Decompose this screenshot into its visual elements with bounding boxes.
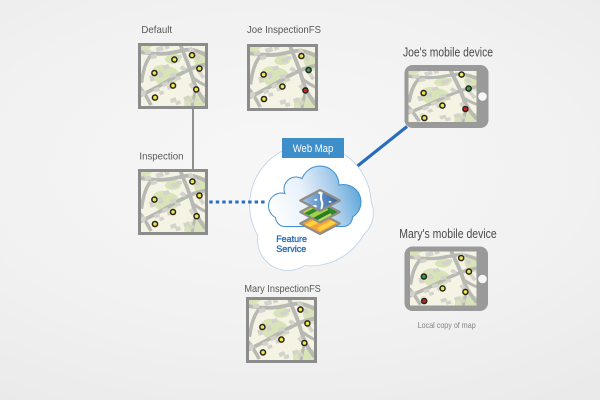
svg-text:Default: Default [141,25,172,36]
svg-text:Joe's mobile device: Joe's mobile device [403,44,493,59]
svg-text:Inspection: Inspection [139,152,183,163]
svg-text:Feature: Feature [276,233,307,244]
svg-text:Joe InspectionFS: Joe InspectionFS [247,25,321,36]
svg-text:Mary InspectionFS: Mary InspectionFS [244,284,321,295]
svg-text:Service: Service [276,243,306,254]
svg-text:Web Map: Web Map [293,143,334,155]
svg-text:Local copy of map: Local copy of map [418,320,476,330]
svg-text:Mary's mobile device: Mary's mobile device [399,226,497,241]
